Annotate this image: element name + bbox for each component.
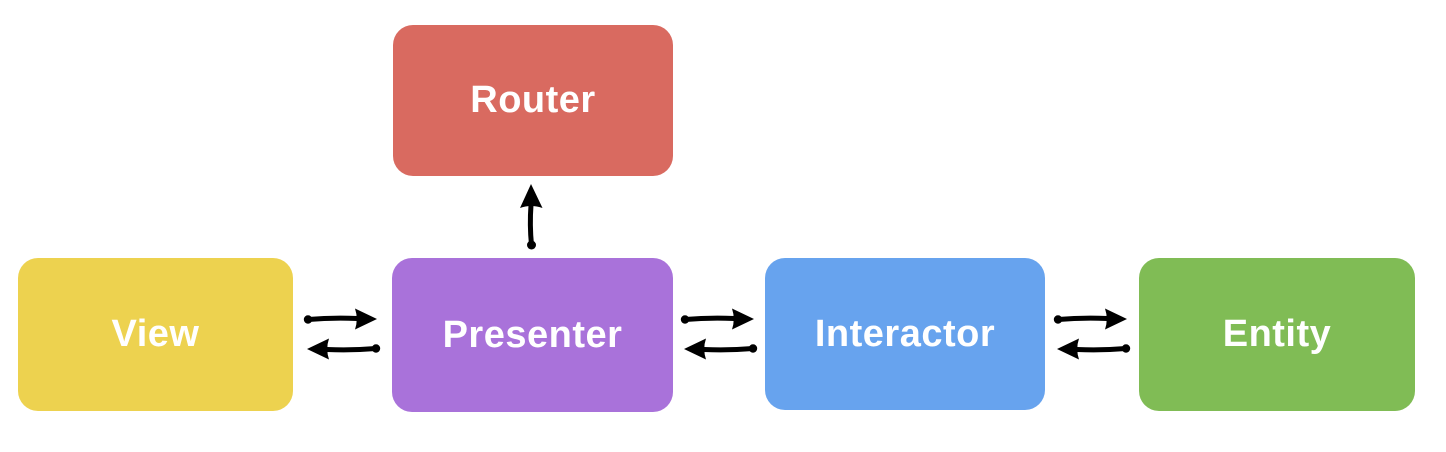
arrow-interactor-entity-icon xyxy=(1053,308,1131,360)
arrow-presenter-interactor-icon xyxy=(680,308,758,360)
node-view: View xyxy=(18,258,293,411)
node-router-label: Router xyxy=(470,79,596,121)
node-router: Router xyxy=(393,25,673,176)
node-presenter-label: Presenter xyxy=(442,313,623,356)
node-interactor: Interactor xyxy=(765,258,1045,410)
node-view-label: View xyxy=(111,313,200,355)
arrow-view-presenter-icon xyxy=(303,308,381,360)
node-entity-label: Entity xyxy=(1222,313,1332,355)
node-interactor-label: Interactor xyxy=(814,312,996,355)
node-presenter: Presenter xyxy=(392,258,673,412)
arrow-presenter-to-router-icon xyxy=(520,184,543,250)
node-entity: Entity xyxy=(1139,258,1415,411)
